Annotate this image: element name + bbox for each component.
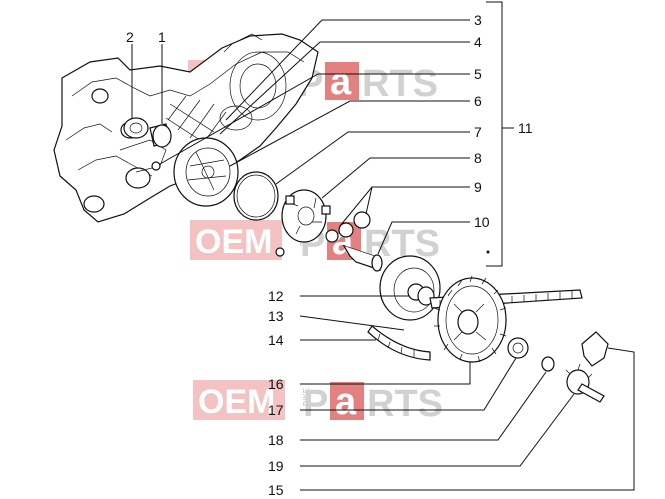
callout-3: 3 bbox=[474, 12, 482, 28]
watermark-bike-text: BIKE bbox=[302, 388, 311, 406]
watermark-p-text: P bbox=[303, 383, 328, 425]
callout-12: 12 bbox=[268, 288, 284, 304]
watermark-a-text: a bbox=[330, 61, 352, 103]
callout-15: 15 bbox=[268, 482, 284, 498]
callout-16: 16 bbox=[268, 376, 284, 392]
callout-19: 19 bbox=[268, 458, 284, 474]
watermark-a-text: a bbox=[335, 381, 357, 423]
driven-pulley-clutch bbox=[433, 275, 507, 363]
callout-7: 7 bbox=[474, 124, 482, 140]
callout-11: 11 bbox=[518, 120, 533, 136]
callout-10: 10 bbox=[474, 214, 490, 230]
watermark-oem-text: OEM bbox=[195, 223, 272, 261]
callout-18: 18 bbox=[268, 432, 284, 448]
gasket bbox=[581, 331, 609, 367]
variator-pulley bbox=[379, 255, 441, 321]
callout-17: 17 bbox=[268, 402, 284, 418]
clutch-nut bbox=[507, 337, 529, 359]
roller-weights bbox=[325, 211, 371, 243]
callout-6: 6 bbox=[474, 93, 482, 109]
callout-labels: 1 2 3 4 5 6 7 8 9 10 11 12 13 14 16 17 1… bbox=[126, 12, 533, 498]
leader-lines bbox=[131, 1, 635, 491]
gear-shaft bbox=[565, 363, 605, 403]
watermark-bottom: OEM BIKE P a RTS bbox=[193, 380, 443, 425]
watermark-oem-text: OEM bbox=[198, 383, 275, 421]
watermark-rts-text: RTS bbox=[362, 63, 438, 105]
ramp-plate bbox=[275, 189, 331, 257]
o-ring bbox=[233, 171, 279, 221]
callout-8: 8 bbox=[474, 150, 482, 166]
watermark-rts-text: RTS bbox=[367, 383, 443, 425]
washer bbox=[541, 356, 555, 372]
crankcase-housing bbox=[53, 33, 319, 223]
callout-14: 14 bbox=[268, 332, 284, 348]
callout-1: 1 bbox=[158, 29, 166, 45]
callout-4: 4 bbox=[474, 34, 482, 50]
callout-5: 5 bbox=[474, 66, 482, 82]
callout-2: 2 bbox=[126, 29, 134, 45]
clutch-cover-plate bbox=[173, 137, 239, 207]
callout-13: 13 bbox=[268, 308, 284, 324]
variator-bushing bbox=[342, 244, 383, 272]
callout-9: 9 bbox=[474, 179, 482, 195]
